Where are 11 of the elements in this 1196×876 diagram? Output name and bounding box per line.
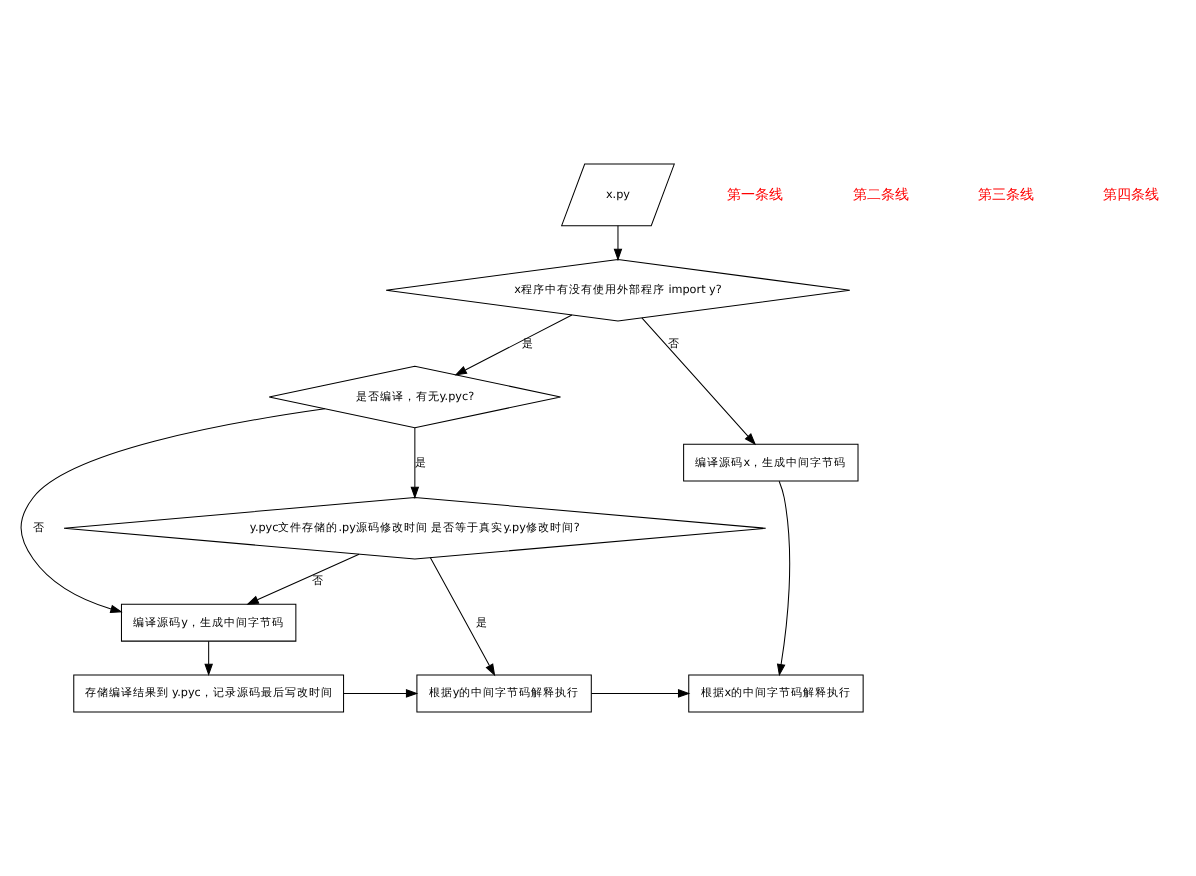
arrow (204, 640, 213, 677)
arrow (613, 225, 623, 261)
arrow (454, 314, 573, 376)
arrow (429, 557, 496, 677)
arrow (20, 408, 326, 614)
arrow (343, 689, 419, 698)
arrow (641, 317, 757, 446)
arrow (776, 480, 791, 677)
arrow (246, 553, 360, 605)
arrow (410, 427, 420, 499)
arrow (590, 689, 691, 698)
